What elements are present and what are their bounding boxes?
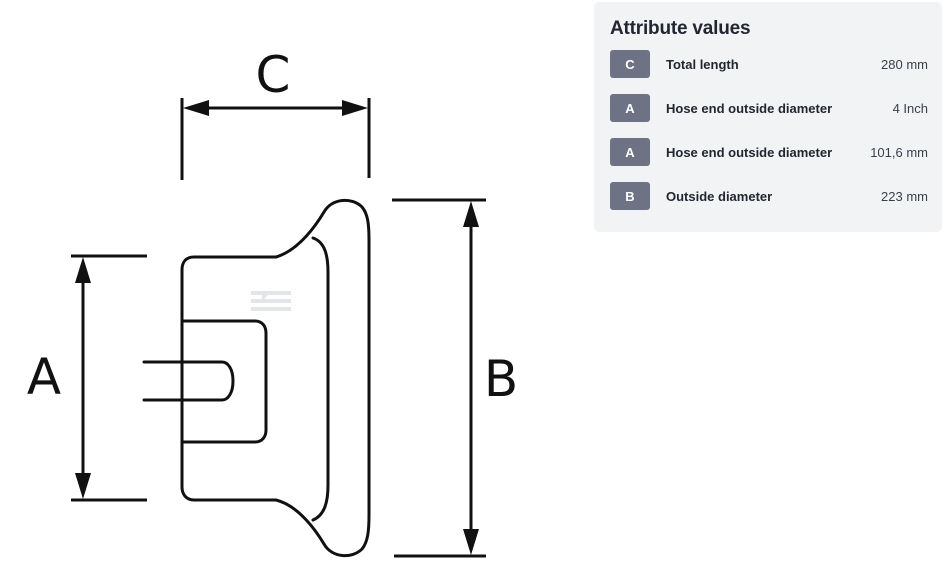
attribute-row: A Hose end outside diameter 101,6 mm (610, 138, 928, 166)
attribute-badge: B (610, 182, 650, 210)
part-flange-inner-line (311, 236, 330, 522)
dimension-c-arrow-right (342, 100, 368, 116)
dimension-c (180, 98, 371, 180)
attribute-label: Hose end outside diameter (666, 100, 833, 116)
attribute-value: 223 mm (881, 188, 928, 204)
part-outer-outline (180, 198, 371, 558)
attribute-value: 101,6 mm (870, 144, 928, 160)
attribute-row: A Hose end outside diameter 4 Inch (610, 94, 928, 122)
attribute-label: Total length (666, 56, 739, 72)
attribute-badge: A (610, 138, 650, 166)
attribute-values-panel: Attribute values C Total length 280 mm A… (594, 2, 942, 232)
attribute-value: 280 mm (881, 56, 928, 72)
part-stem (142, 360, 235, 402)
dimension-a-label: A (27, 348, 61, 406)
dimension-b (392, 198, 486, 558)
hose-end-part (142, 198, 371, 558)
attribute-list: C Total length 280 mm A Hose end outside… (610, 50, 928, 210)
panel-title: Attribute values (610, 18, 751, 39)
dimension-a-arrow-bottom (75, 473, 91, 499)
attribute-row: C Total length 280 mm (610, 50, 928, 78)
attribute-badge: C (610, 50, 650, 78)
dimension-a-arrow-top (75, 257, 91, 283)
dimension-c-arrow-left (183, 100, 209, 116)
attribute-label: Outside diameter (666, 188, 773, 204)
part-inner-recess (180, 319, 268, 444)
dimension-b-label: B (484, 350, 518, 408)
attribute-badge: A (610, 94, 650, 122)
attribute-row: B Outside diameter 223 mm (610, 182, 928, 210)
dimension-b-arrow-top (463, 201, 479, 227)
hose-end-dimension-drawing: C A B (27, 46, 518, 558)
attribute-label: Hose end outside diameter (666, 144, 833, 160)
attribute-value: 4 Inch (892, 100, 928, 116)
dimension-b-arrow-bottom (463, 529, 479, 555)
dimension-c-label: C (256, 46, 291, 104)
dimension-a (71, 254, 147, 502)
watermark-logo-icon (251, 291, 291, 311)
